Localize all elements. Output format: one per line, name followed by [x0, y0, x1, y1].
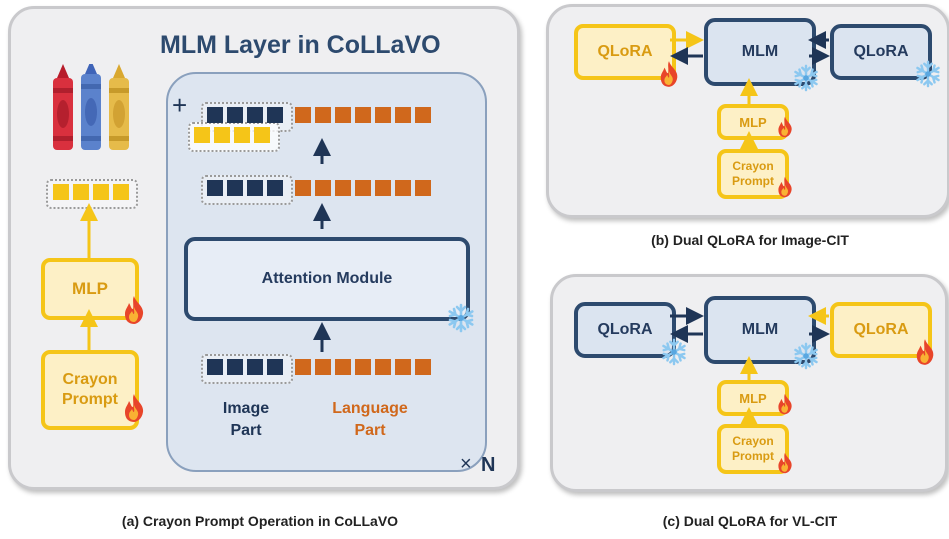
language-part-label: Language Part [332, 400, 408, 439]
snowflake-icon [794, 342, 818, 370]
crayons-icon [53, 64, 129, 150]
caption-a: (a) Crayon Prompt Operation in CoLLaVO [121, 513, 399, 529]
mlm-label: MLM [741, 43, 779, 60]
image-part-label: Image Part [222, 400, 270, 439]
qlora-left-box: QLoRA [574, 24, 676, 80]
qlora-left-box: QLoRA [574, 302, 676, 358]
caption-b: (b) Dual QLoRA for Image-CIT [651, 232, 849, 248]
language-tokens-bottom [295, 359, 431, 375]
crayon-prompt-box: Crayon Prompt [717, 424, 789, 474]
qlora-right-box: QLoRA [830, 24, 932, 80]
mlp-label: MLP [72, 279, 108, 298]
layer-count-n: N [481, 454, 496, 476]
crayon-token [53, 184, 69, 200]
qlora-right-box: QLoRA [830, 302, 932, 358]
caption-c: (c) Dual QLoRA for VL-CIT [662, 513, 838, 529]
crayon-token [93, 184, 109, 200]
crayon-token [73, 184, 89, 200]
mlp-label: MLP [739, 114, 767, 130]
fire-icon [125, 296, 144, 324]
fire-icon [778, 176, 792, 198]
language-tokens-top [295, 107, 431, 123]
snowflake-icon [662, 338, 686, 366]
fire-icon [125, 394, 144, 422]
fire-icon [778, 116, 792, 138]
qlora-right-label: QLoRA [853, 43, 909, 60]
token-row-top [207, 107, 283, 123]
mlp-label: MLP [739, 390, 767, 406]
mlm-layer-title: MLM Layer in CoLLaVO [160, 31, 441, 59]
fire-icon [778, 393, 792, 415]
crayon-token [113, 184, 129, 200]
mlm-label: MLM [741, 321, 779, 338]
fire-icon [916, 339, 934, 365]
qlora-left-label: QLoRA [597, 321, 653, 338]
crayon-prompt-label: Crayon Prompt [732, 159, 774, 188]
image-tokens-bottom [207, 359, 283, 375]
attention-module-box: Attention Module [184, 237, 470, 321]
crayon-prompt-box: Crayon Prompt [41, 350, 139, 430]
image-tokens-middle [207, 180, 283, 196]
fire-icon [778, 452, 792, 474]
qlora-left-label: QLoRA [597, 43, 653, 60]
snowflake-icon [916, 60, 940, 88]
snowflake-icon [794, 64, 818, 92]
qlora-right-label: QLoRA [853, 321, 909, 338]
crayon-token-row-overlay [194, 127, 270, 143]
language-tokens-middle [295, 180, 431, 196]
attention-module-label: Attention Module [261, 270, 393, 287]
crayon-prompt-label: Crayon Prompt [732, 434, 774, 463]
crayon-prompt-label: Crayon Prompt [62, 371, 118, 408]
snowflake-icon [448, 303, 474, 333]
plus-symbol: + [172, 90, 188, 120]
fire-icon [660, 61, 678, 87]
times-symbol: × [460, 453, 472, 475]
crayon-prompt-box: Crayon Prompt [717, 149, 789, 199]
